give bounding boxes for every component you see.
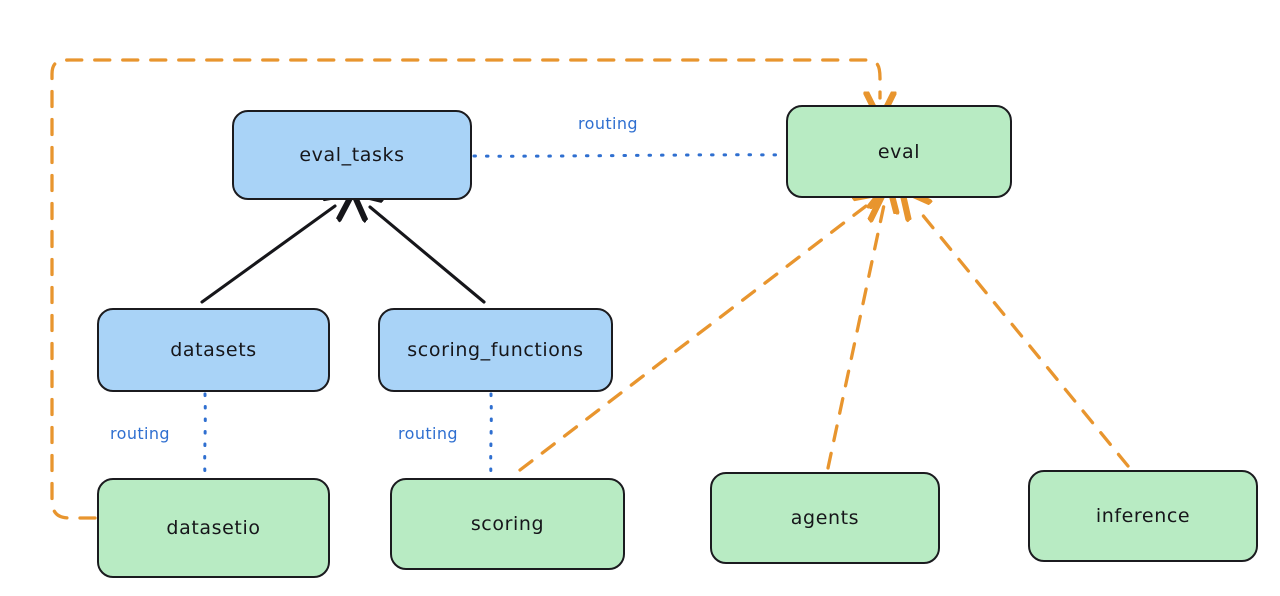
edge-scoring-functions-to-eval-tasks: [370, 207, 486, 304]
edge-inference-to-eval: [916, 207, 1130, 468]
node-scoring[interactable]: scoring: [390, 478, 625, 570]
node-label-scoring-functions: scoring_functions: [407, 339, 584, 361]
node-label-eval: eval: [877, 140, 921, 163]
node-label-datasets: datasets: [170, 339, 257, 361]
edge-datasetio-to-eval: [50, 58, 880, 520]
edge-agents-to-eval: [826, 205, 884, 470]
node-eval[interactable]: eval: [786, 105, 1012, 198]
node-inference[interactable]: inference: [1028, 470, 1258, 562]
node-label-inference: inference: [1095, 505, 1191, 527]
node-label-eval-tasks: eval_tasks: [299, 144, 405, 166]
node-eval-tasks[interactable]: eval_tasks: [232, 110, 472, 200]
edge-scoring-functions-to-scoring: [489, 392, 493, 478]
edge-eval-tasks-to-eval: [472, 153, 786, 158]
edge-datasets-to-eval-tasks: [200, 206, 335, 304]
edge-scoring-to-eval: [518, 206, 866, 472]
node-label-scoring: scoring: [470, 513, 545, 535]
node-label-datasetio: datasetio: [166, 517, 261, 539]
node-agents[interactable]: agents: [710, 472, 940, 564]
node-label-agents: agents: [790, 507, 860, 529]
node-scoring-functions[interactable]: scoring_functions: [378, 308, 613, 392]
edge-datasets-to-datasetio: [203, 392, 207, 478]
node-datasetio[interactable]: datasetio: [97, 478, 330, 578]
node-datasets[interactable]: datasets: [97, 308, 330, 392]
